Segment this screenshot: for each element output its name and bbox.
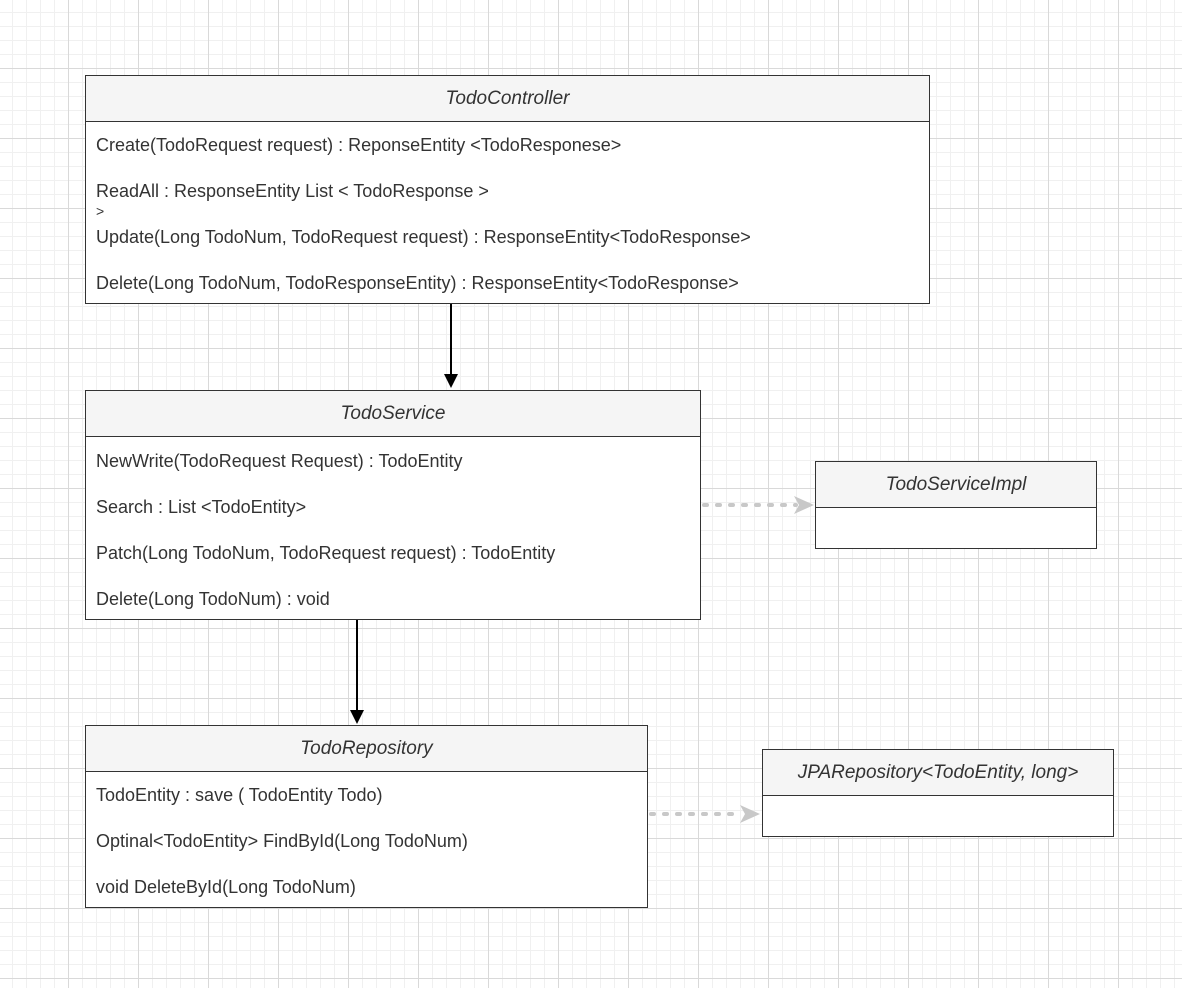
todo-service-impl-class[interactable]: TodoServiceImpl	[815, 461, 1097, 549]
controller-to-service-arrowhead	[444, 374, 458, 388]
todo-service-name: TodoService	[86, 391, 700, 437]
service-member-newwrite: NewWrite(TodoRequest Request) : TodoEnti…	[96, 451, 463, 471]
jpa-repository-name: JPARepository<TodoEntity, long>	[763, 750, 1113, 796]
service-to-repository-arrowhead	[350, 710, 364, 724]
controller-member-overflow: >	[96, 203, 105, 219]
controller-member-update: Update(Long TodoNum, TodoRequest request…	[96, 227, 751, 247]
todo-repository-class[interactable]: TodoRepository TodoEntity : save ( TodoE…	[85, 725, 648, 908]
service-member-search: Search : List <TodoEntity>	[96, 497, 307, 517]
todo-service-class[interactable]: TodoService NewWrite(TodoRequest Request…	[85, 390, 701, 620]
repository-member-findbyid: Optinal<TodoEntity> FindById(Long TodoNu…	[96, 831, 468, 851]
controller-member-readall: ReadAll : ResponseEntity List < TodoResp…	[96, 181, 489, 201]
service-member-patch: Patch(Long TodoNum, TodoRequest request)…	[96, 543, 556, 563]
repository-member-save: TodoEntity : save ( TodoEntity Todo)	[96, 785, 383, 805]
todo-service-impl-name: TodoServiceImpl	[816, 462, 1096, 508]
service-member-delete: Delete(Long TodoNum) : void	[96, 589, 330, 609]
service-to-impl-arrowhead	[794, 496, 814, 514]
todo-controller-class[interactable]: TodoController Create(TodoRequest reques…	[85, 75, 930, 304]
controller-member-delete: Delete(Long TodoNum, TodoResponseEntity)…	[96, 273, 739, 293]
jpa-repository-class[interactable]: JPARepository<TodoEntity, long>	[762, 749, 1114, 837]
repository-member-deletebyid: void DeleteById(Long TodoNum)	[96, 877, 356, 897]
controller-member-create: Create(TodoRequest request) : ReponseEnt…	[96, 135, 622, 155]
todo-controller-name: TodoController	[86, 76, 929, 122]
todo-repository-name: TodoRepository	[86, 726, 647, 772]
repository-to-jpa-arrowhead	[740, 805, 760, 823]
